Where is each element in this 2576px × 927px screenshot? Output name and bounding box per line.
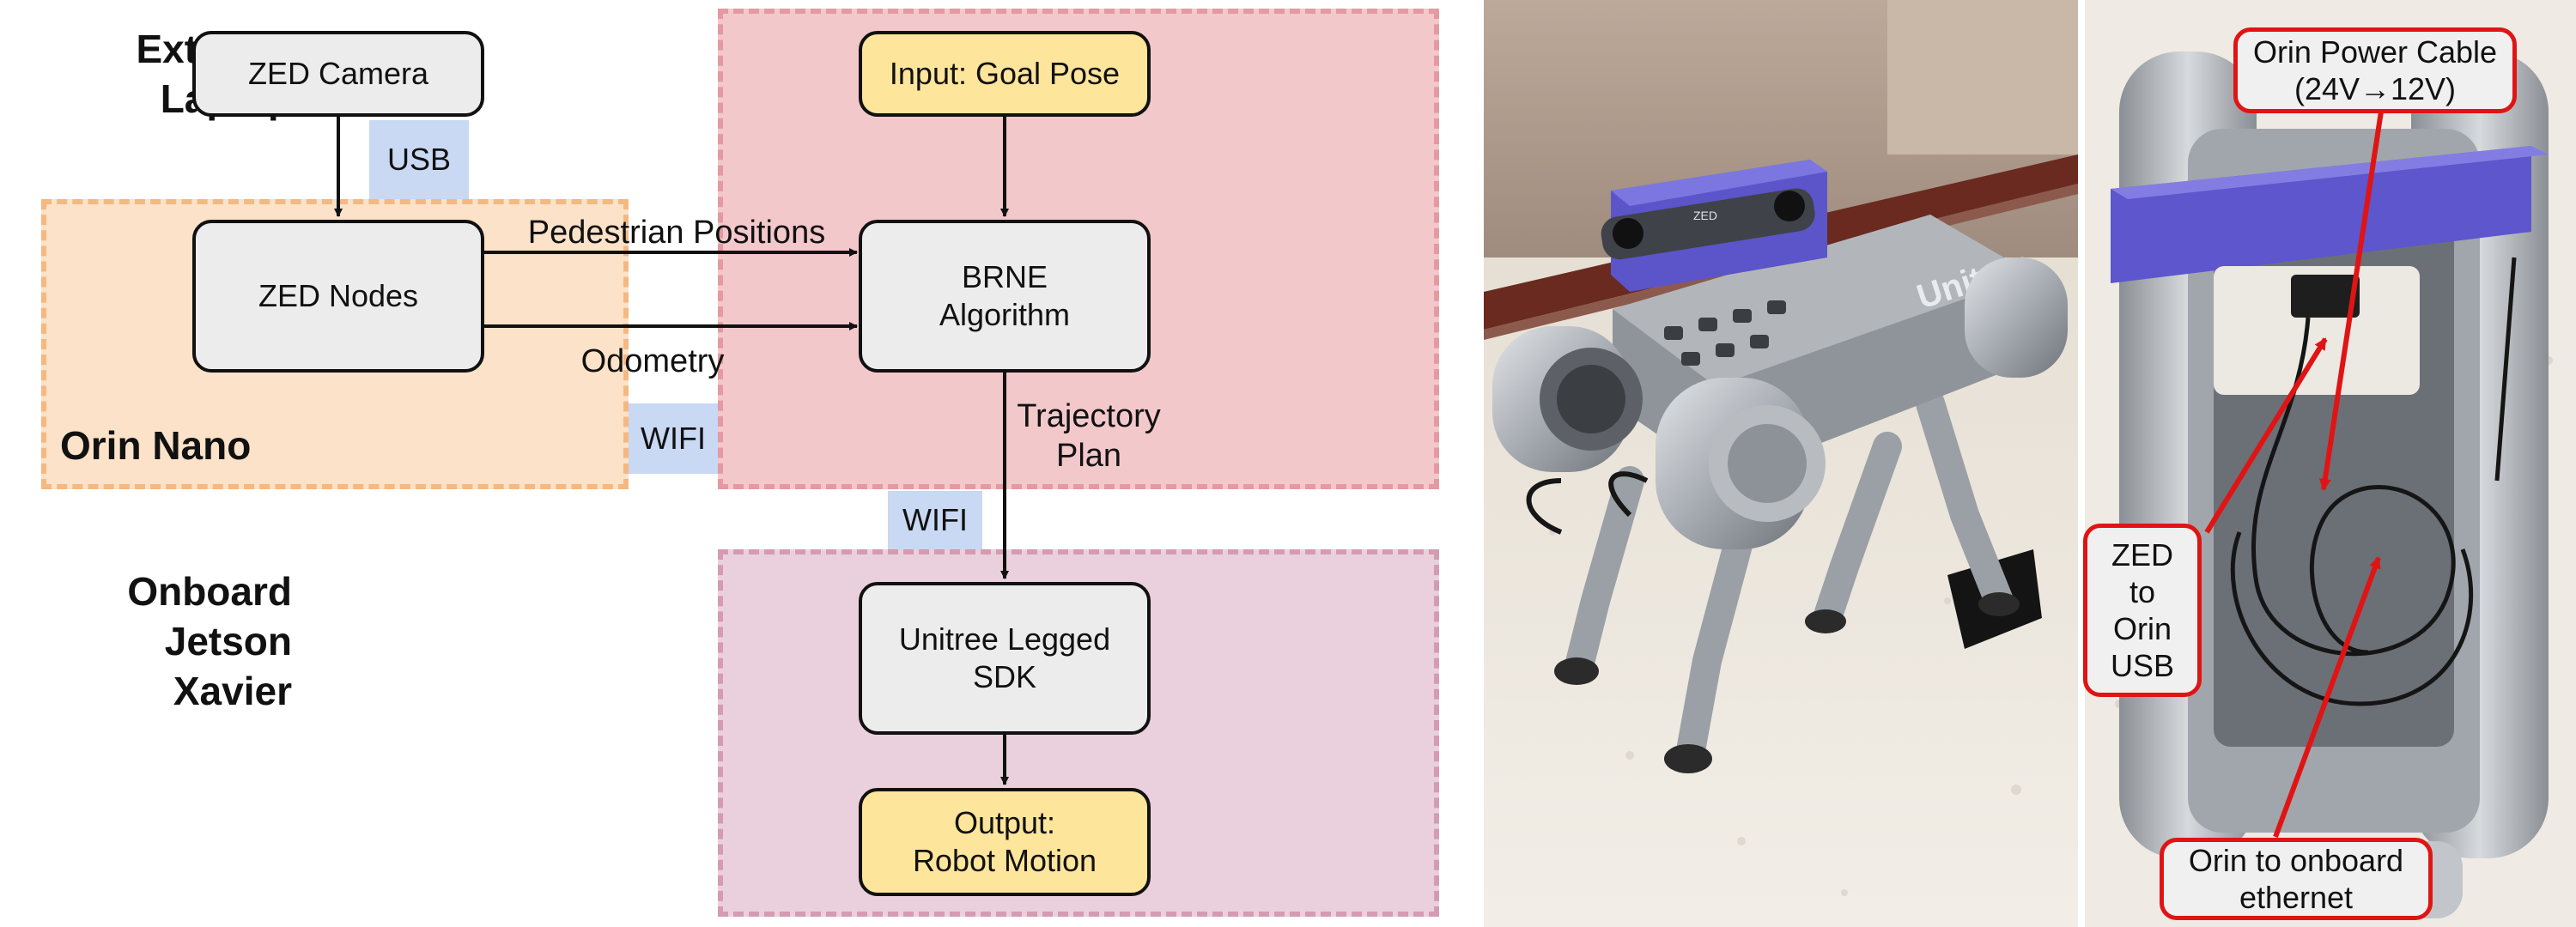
- wifi-tag-center: WIFI: [888, 491, 982, 549]
- robot-motion-node: Output: Robot Motion: [859, 788, 1151, 896]
- orin-power-cable-callout: Orin Power Cable (24V→12V): [2233, 27, 2517, 113]
- robot-side-photo: Unitree ZED: [1484, 0, 2078, 927]
- onboard-jetson-title: Onboard Jetson Xavier: [127, 569, 292, 713]
- goal-pose-node: Input: Goal Pose: [859, 31, 1151, 117]
- unitree-sdk-node: Unitree Legged SDK: [859, 582, 1151, 735]
- brne-algorithm-node: BRNE Algorithm: [859, 220, 1151, 373]
- diagram-arrows: [334, 117, 1009, 785]
- zed-camera-node: ZED Camera: [192, 31, 484, 117]
- pedestrian-positions-label: Pedestrian Positions: [527, 215, 826, 251]
- system-architecture-diagram: Orin Nano External Laptop Onboard Jetson…: [41, 9, 1439, 917]
- power-cable-arrow: [2318, 111, 2384, 491]
- ethernet-arrow: [2273, 556, 2381, 839]
- camera-brand-text: ZED: [1693, 209, 1717, 222]
- wifi-tag-left: WIFI: [629, 403, 718, 474]
- usb-arrow: [2204, 337, 2328, 534]
- odometry-label: Odometry: [580, 343, 725, 379]
- zed-to-orin-usb-callout: ZED to Orin USB: [2083, 524, 2202, 697]
- robot-photos: Unitree ZED: [1484, 0, 2576, 927]
- zed-nodes-node: ZED Nodes: [192, 220, 484, 373]
- usb-tag: USB: [369, 120, 469, 199]
- robot-top-photo: [2085, 0, 2576, 927]
- callout-arrows: [2204, 111, 2384, 839]
- orin-nano-title: Orin Nano: [60, 423, 252, 468]
- robot-side-image: Unitree ZED: [1484, 0, 2078, 927]
- orin-to-ethernet-callout: Orin to onboard ethernet: [2160, 838, 2433, 920]
- trajectory-plan-label: Trajectory Plan: [1017, 398, 1161, 474]
